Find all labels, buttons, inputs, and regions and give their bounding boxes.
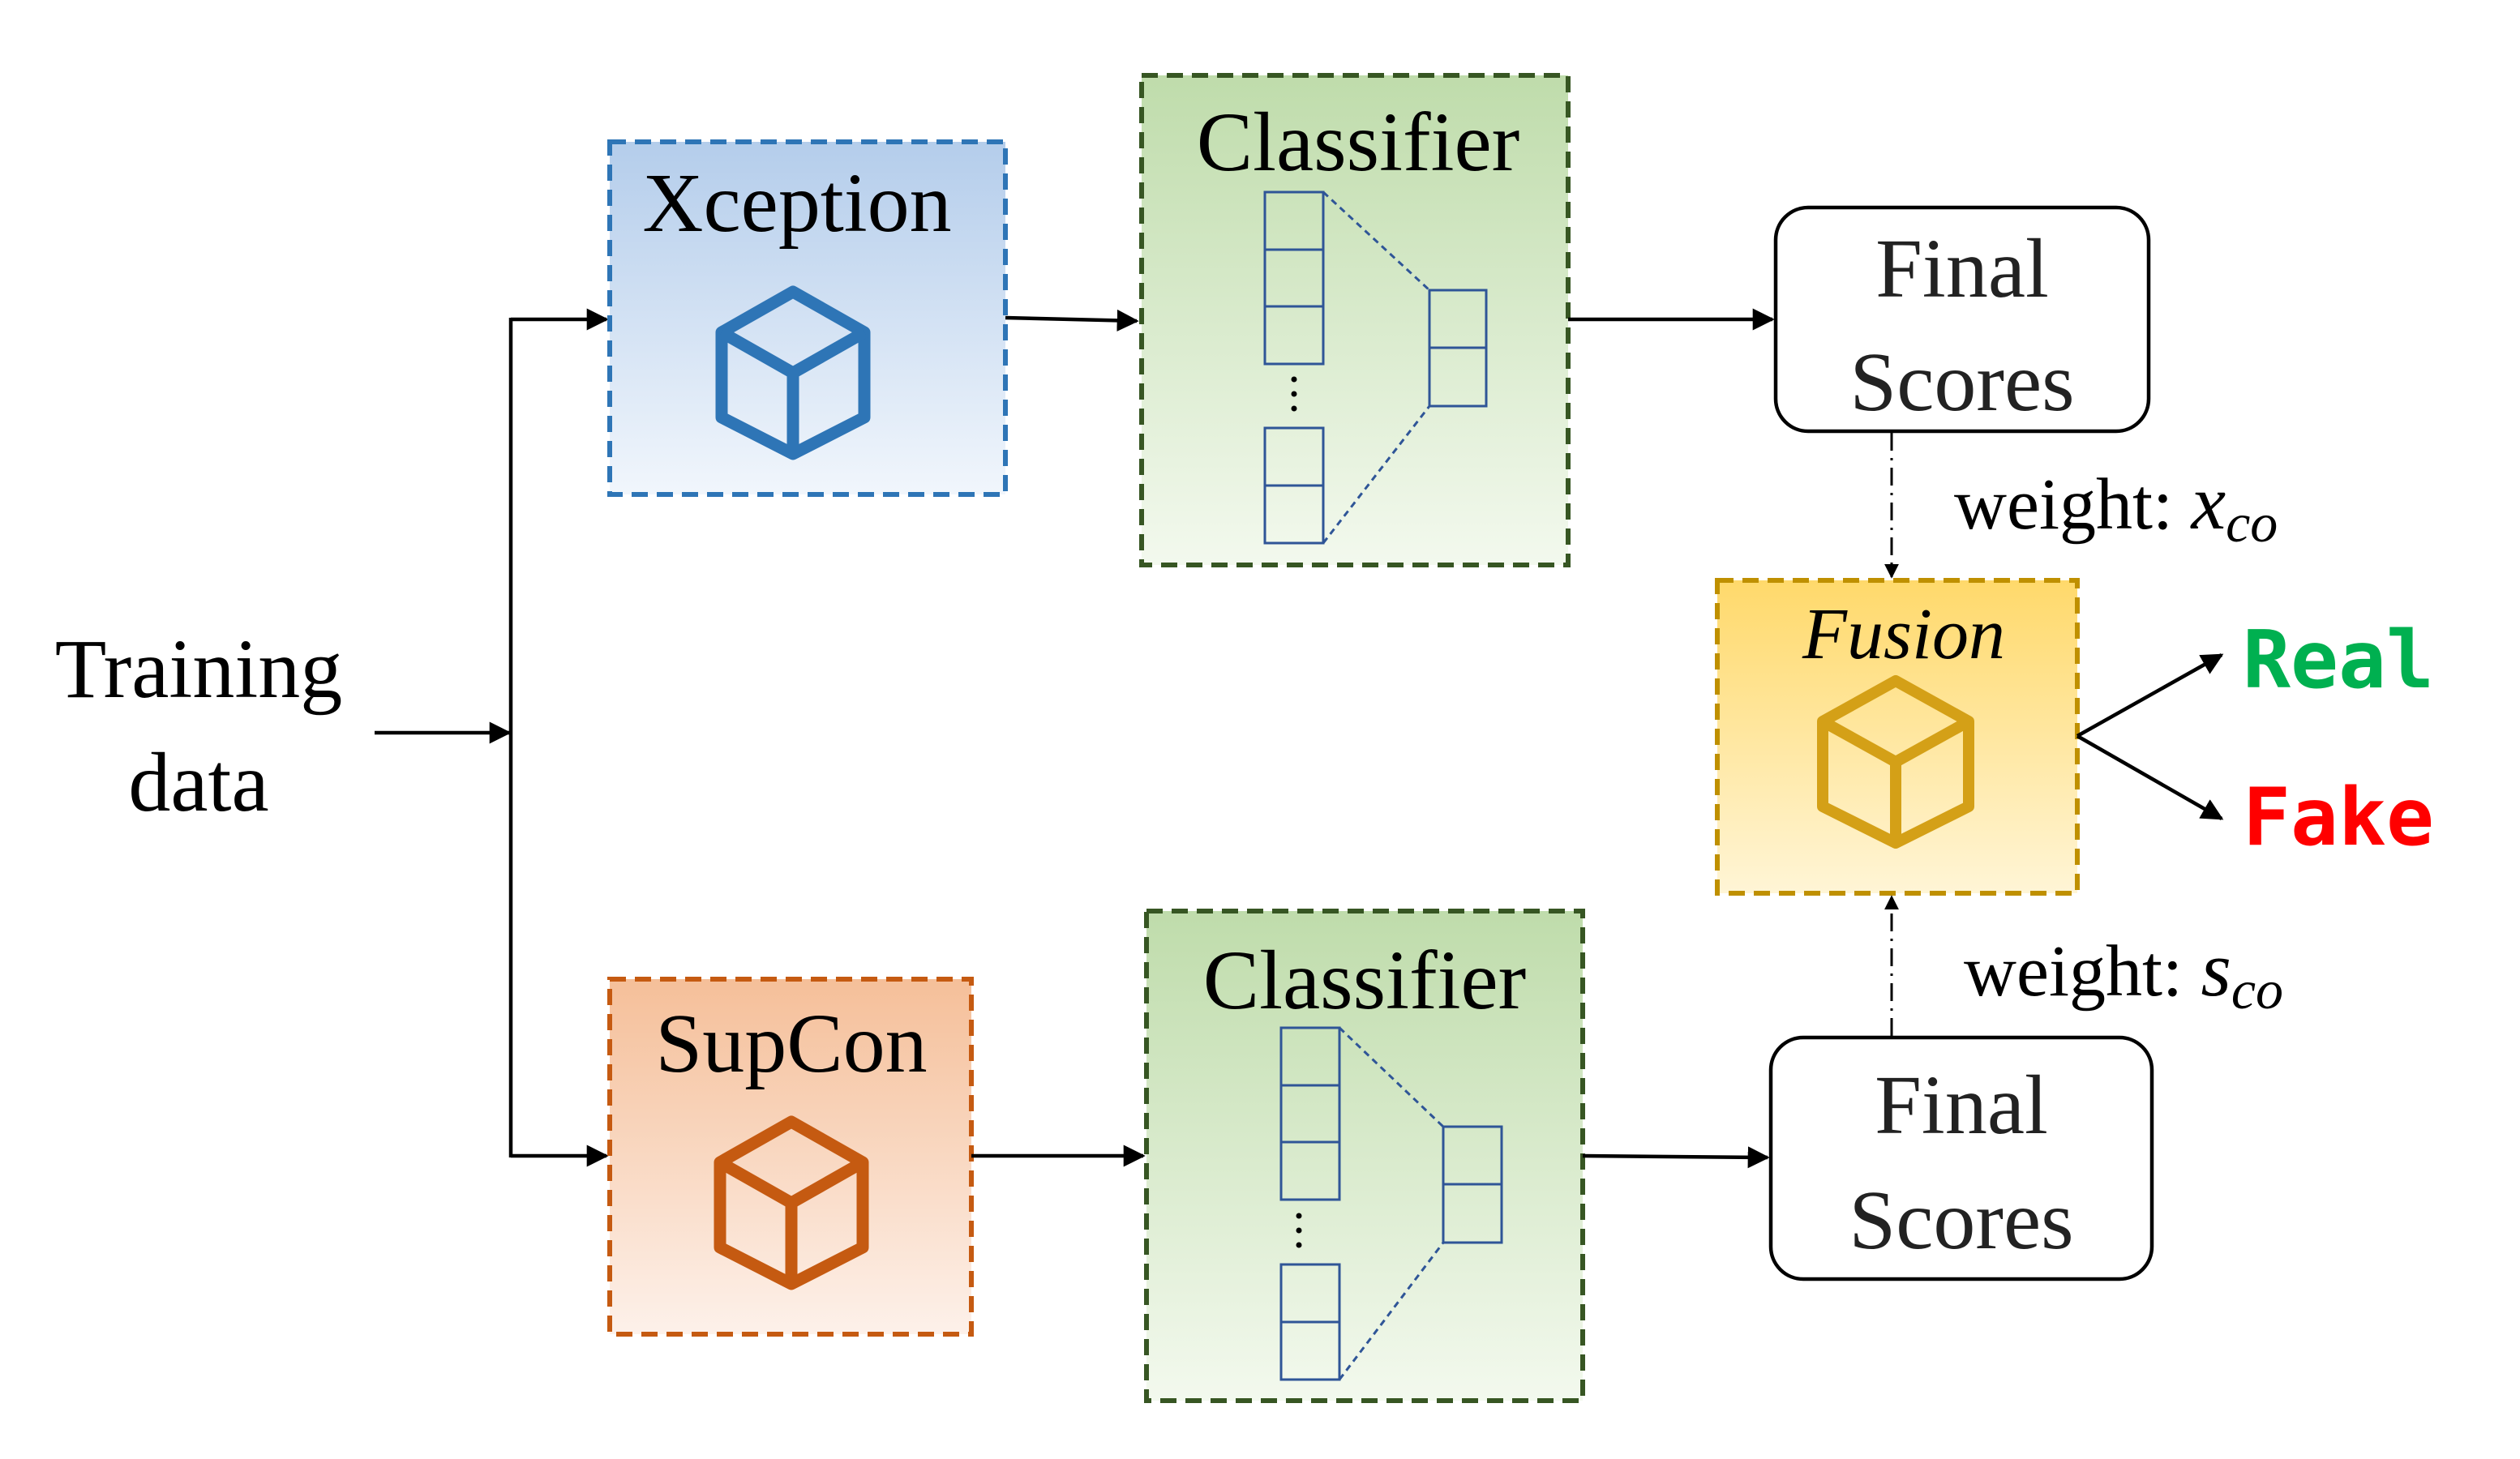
- xception-box: Xception: [607, 139, 1008, 497]
- neural-layer-icon: [1263, 190, 1488, 545]
- final-scores-top-line2: Scores: [1849, 336, 2074, 429]
- fusion-box: Fusion: [1715, 578, 2080, 896]
- input-label-line2: data: [128, 736, 268, 829]
- cube-icon: [715, 285, 871, 460]
- cube-icon: [1817, 675, 1974, 849]
- weight-sub-bottom: co: [2231, 959, 2283, 1020]
- input-label-line1: Training: [55, 623, 342, 716]
- ellipsis-dots: [1296, 1213, 1302, 1248]
- classifier-box-bottom: Classifier: [1144, 909, 1585, 1403]
- final-scores-top-line1: Final: [1875, 222, 2049, 315]
- final-scores-bottom-line1: Final: [1875, 1059, 2048, 1152]
- arrow-classifier-to-scores-bottom: [1582, 1146, 1770, 1169]
- supcon-label: SupCon: [655, 997, 927, 1090]
- ellipsis-dots: [1291, 376, 1297, 412]
- weight-prefix-top: weight:: [1954, 464, 2191, 545]
- classifier-label-top: Classifier: [1197, 96, 1520, 189]
- supcon-box: SupCon: [607, 977, 974, 1337]
- fusion-label: Fusion: [1802, 594, 2005, 674]
- arrow-xception-to-classifier: [1005, 309, 1139, 332]
- weight-prefix-bottom: weight:: [1964, 931, 2201, 1012]
- classifier-box-top: Classifier: [1139, 73, 1571, 567]
- weight-label-top: weight: xco: [1954, 459, 2278, 554]
- arrow-fusion-to-fake: [2076, 734, 2224, 820]
- weight-label-bottom: weight: sco: [1964, 926, 2283, 1020]
- output-fake-label: Fake: [2243, 772, 2434, 864]
- weight-sub-top: co: [2226, 492, 2278, 554]
- final-scores-bottom-line2: Scores: [1849, 1174, 2073, 1267]
- neural-layer-icon: [1279, 1026, 1503, 1381]
- cube-icon: [714, 1115, 869, 1290]
- weight-var-bottom: s: [2201, 926, 2231, 1012]
- output-real-label: Real: [2243, 614, 2434, 707]
- weight-var-top: x: [2189, 459, 2226, 546]
- classifier-label-bottom: Classifier: [1203, 934, 1527, 1027]
- final-scores-box-top: Final Scores: [1773, 205, 2151, 434]
- xception-label: Xception: [642, 156, 951, 250]
- arrow-fusion-to-real: [2076, 653, 2224, 738]
- final-scores-box-bottom: Final Scores: [1768, 1035, 2154, 1281]
